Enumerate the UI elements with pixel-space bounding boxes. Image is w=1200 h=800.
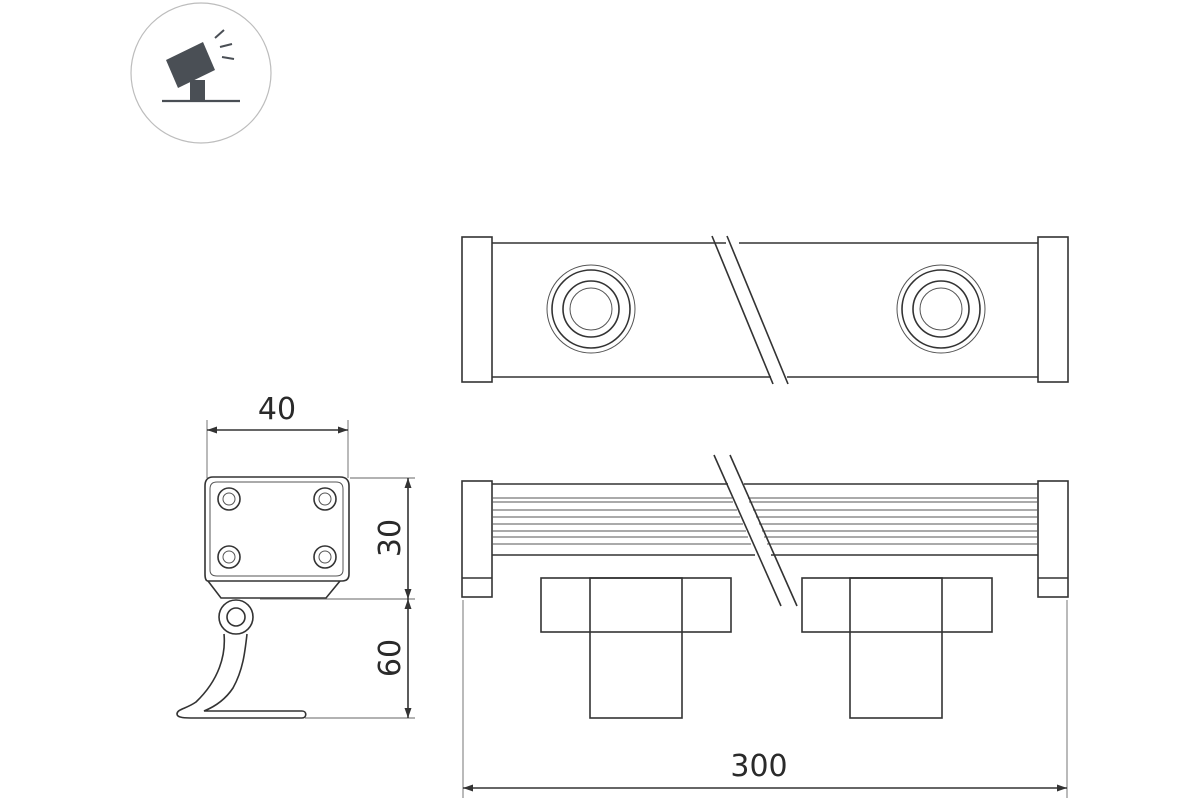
heatsink-fins	[492, 483, 1038, 556]
dimension-mount-height-label: 60	[373, 639, 408, 677]
mounting-bracket	[176, 599, 307, 719]
dimension-width-label: 40	[258, 392, 296, 427]
dimension-body-height: 30	[260, 477, 415, 600]
dimension-width: 40	[206, 392, 349, 478]
dimension-length-label: 300	[730, 749, 787, 784]
dimension-mount-height: 60	[305, 599, 415, 719]
end-cap-screws	[217, 487, 337, 569]
mount-bracket-right	[801, 577, 993, 719]
dimension-body-height-label: 30	[373, 519, 408, 557]
led-lens-left	[546, 264, 636, 354]
side-view	[176, 476, 350, 719]
spotlight-mount-icon	[130, 2, 272, 144]
led-lens-right	[896, 264, 986, 354]
mount-bracket-left	[540, 577, 732, 719]
dimension-length: 300	[462, 600, 1068, 798]
front-view	[461, 454, 1069, 719]
top-view	[461, 235, 1069, 385]
